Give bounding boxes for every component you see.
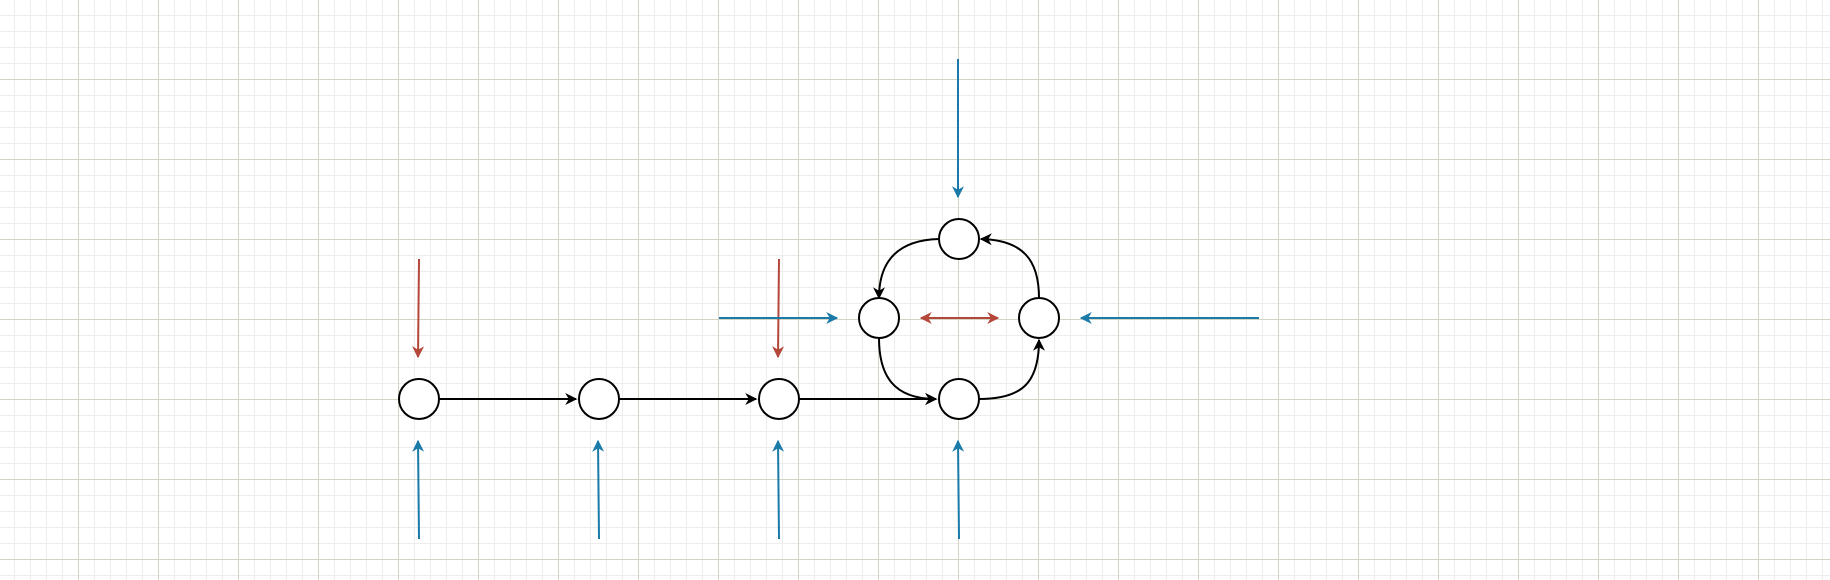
red-arrow-into-n1[interactable] — [412, 258, 425, 359]
edge-n6-n5[interactable] — [873, 238, 940, 300]
blue-arrow-into-n4[interactable] — [952, 439, 965, 540]
edge-n4-n7[interactable] — [978, 338, 1045, 400]
blue-edges — [412, 59, 1259, 540]
black-edges — [439, 233, 1045, 405]
node-n7[interactable] — [1018, 297, 1060, 339]
node-n1[interactable] — [398, 378, 440, 420]
blue-arrow-into-n2[interactable] — [592, 439, 605, 540]
node-n3[interactable] — [758, 378, 800, 420]
node-n5[interactable] — [858, 297, 900, 339]
node-n4[interactable] — [938, 378, 980, 420]
red-edges — [412, 258, 1000, 359]
blue-arrow-into-n3[interactable] — [772, 439, 785, 540]
red-arrow-into-n3[interactable] — [772, 258, 785, 359]
edge-n5-n4[interactable] — [878, 337, 938, 405]
edge-n7-n6[interactable] — [979, 233, 1040, 299]
node-n2[interactable] — [578, 378, 620, 420]
nodes — [398, 218, 1060, 420]
blue-arrow-into-n1[interactable] — [412, 439, 425, 540]
node-n6[interactable] — [938, 218, 980, 260]
